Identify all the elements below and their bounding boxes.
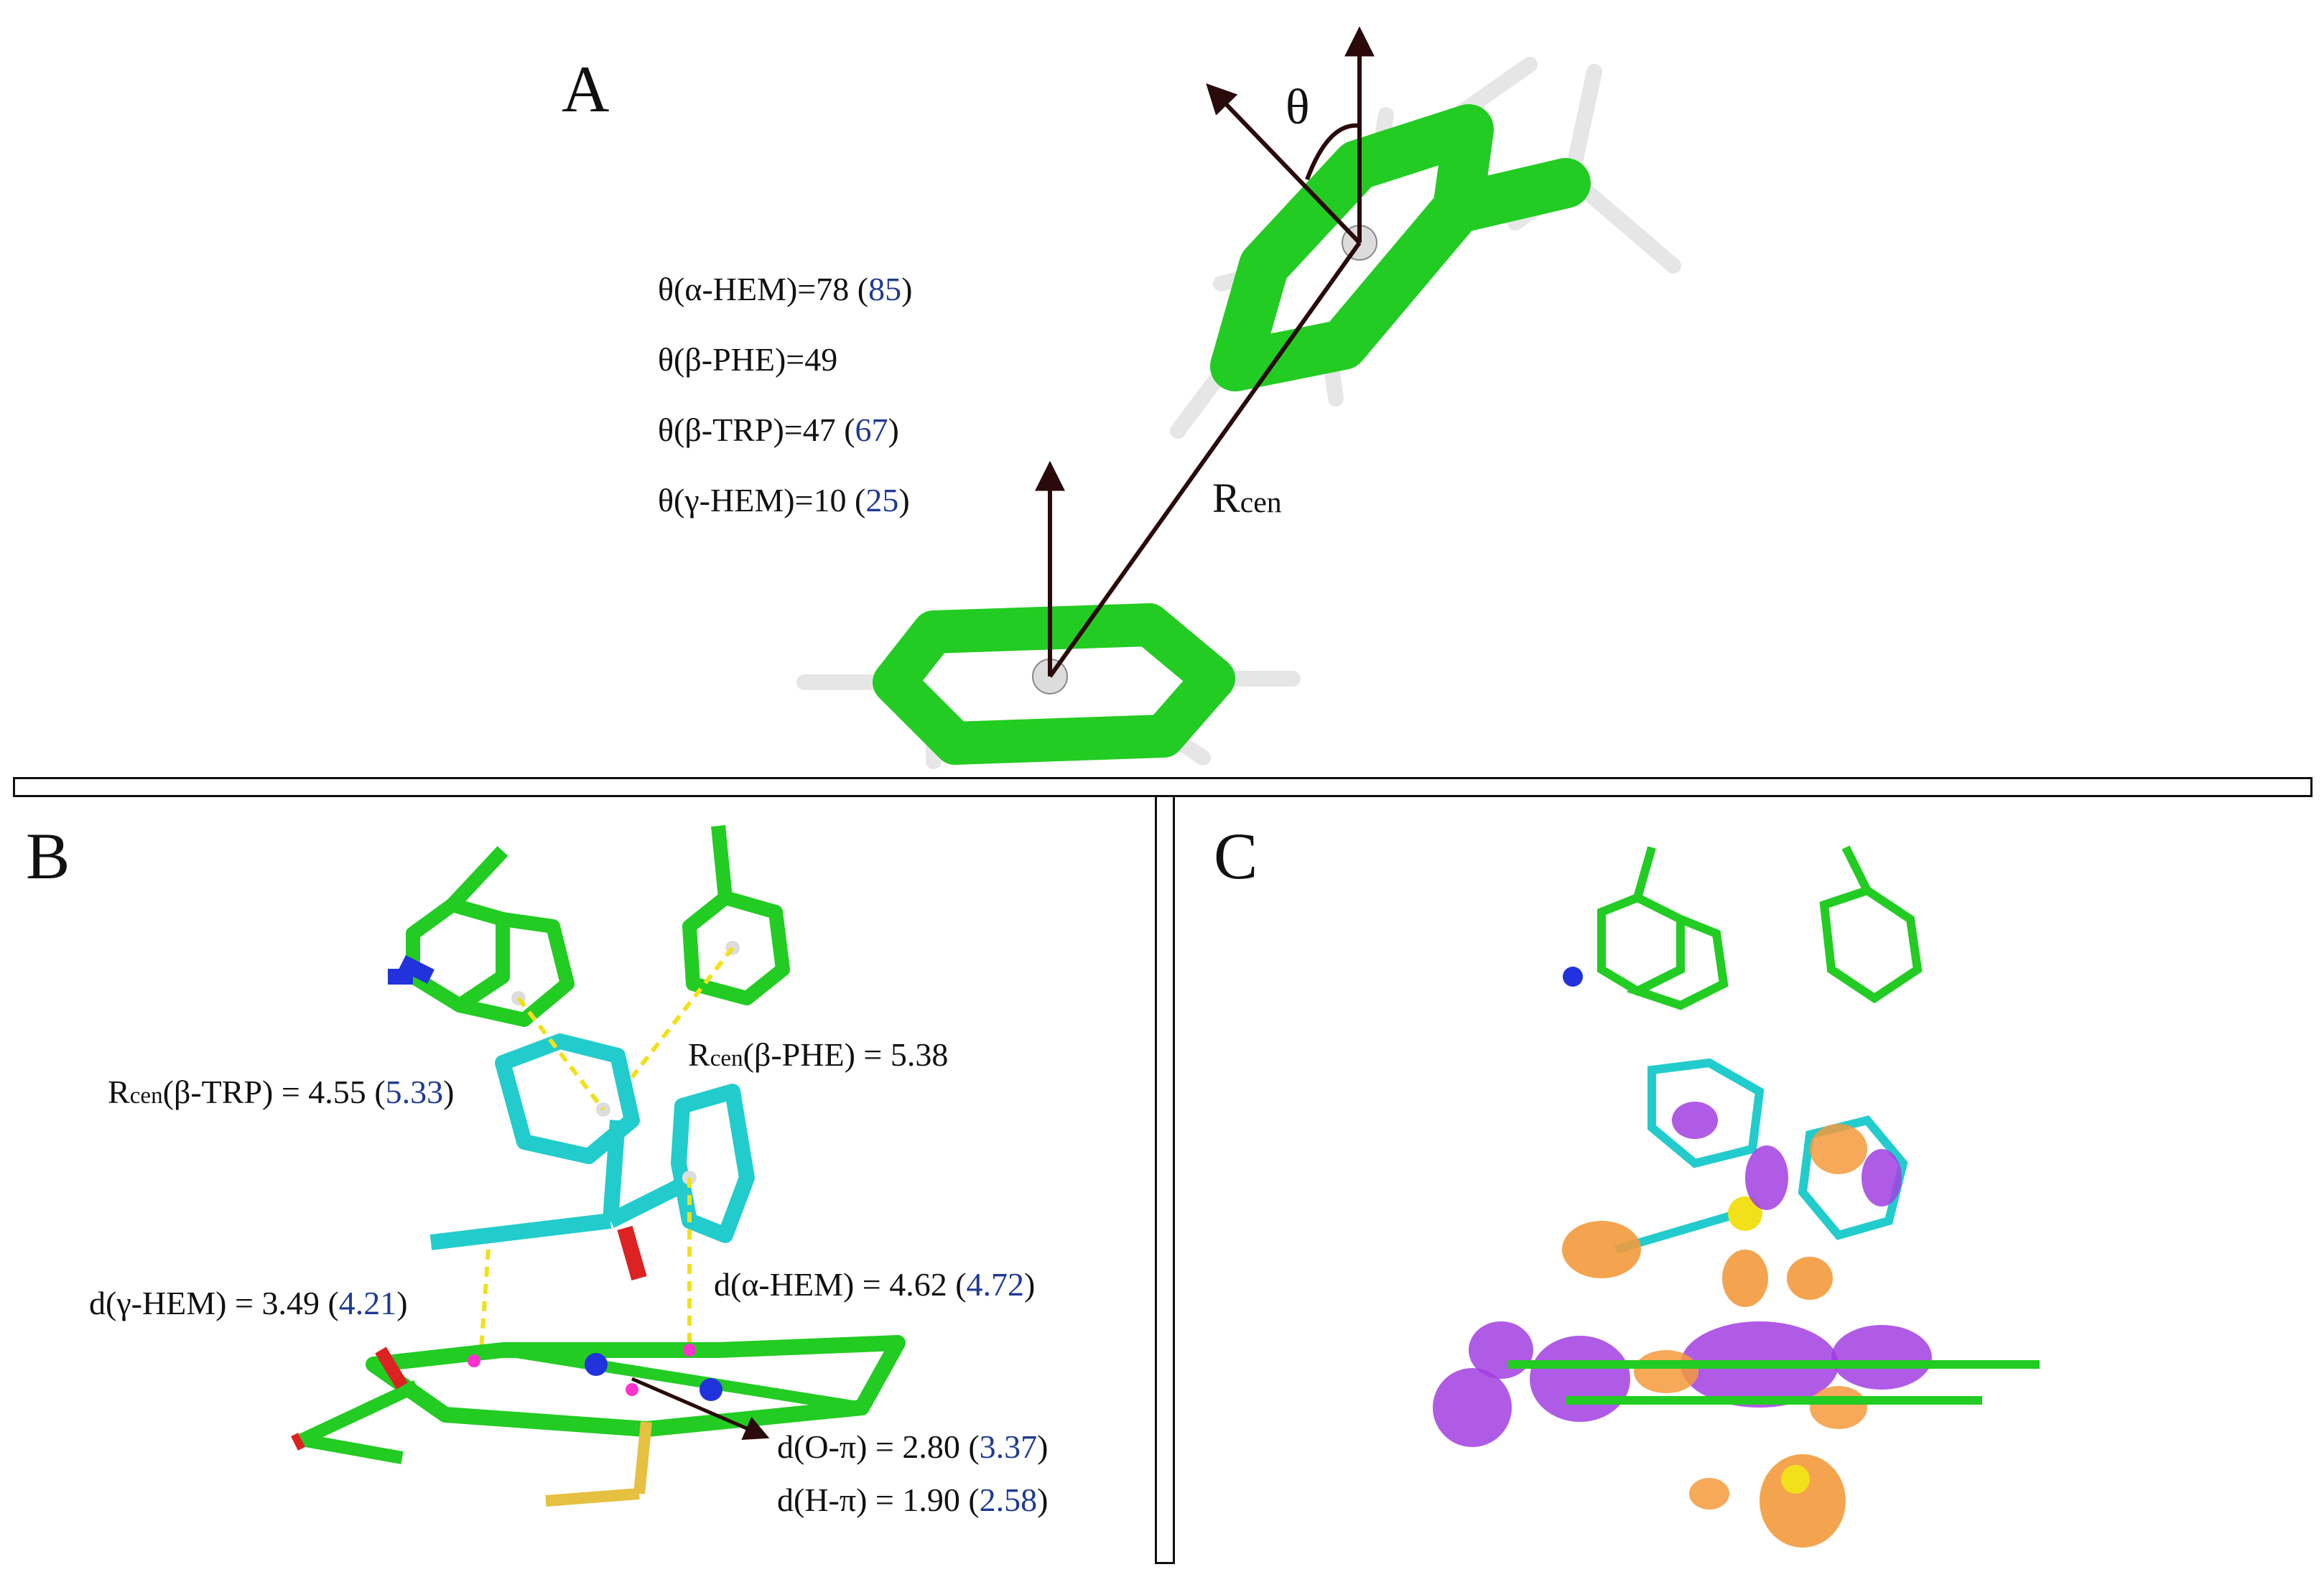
horizontal-divider: [13, 777, 2313, 797]
interaction-dashes: [479, 947, 735, 1351]
d-gamma-hem-label: d(γ-HEM) = 3.49 (4.21): [89, 1285, 408, 1321]
d-o-pi-label: d(O-π) = 2.80 (3.37): [777, 1428, 1049, 1465]
rcen-beta-trp-label: Rcen(β-TRP) = 4.55 (5.33): [108, 1074, 455, 1110]
vertical-divider: [1155, 797, 1175, 1564]
phe-ring-top: [682, 825, 790, 1005]
panel-a-diagram: [796, 26, 1681, 769]
tilted-normal-arrow: [1206, 83, 1362, 245]
c-heme-plane: [1508, 1360, 2040, 1405]
c-upper-fragments: [1597, 845, 1923, 1010]
d-h-pi-label: d(H-π) = 1.90 (2.58): [777, 1482, 1049, 1518]
panel-a-letter: A: [562, 52, 610, 126]
d-alpha-hem-label: d(α-HEM) = 4.62 (4.72): [714, 1266, 1036, 1303]
upper-benzene-ring: [1170, 57, 1681, 439]
panel-c-diagram: [1433, 845, 2040, 1548]
theta-symbol: θ: [1286, 80, 1310, 135]
theta-arc: [1305, 123, 1360, 181]
lower-benzene-ring: [796, 603, 1301, 769]
trp-indole: [388, 846, 575, 1027]
panel-b-letter: B: [26, 819, 70, 893]
angle-beta-trp: θ(β-TRP)=47 (67): [658, 411, 899, 448]
panel-c-letter: C: [1214, 819, 1258, 893]
panel-b-diagram: [291, 825, 906, 1507]
angle-beta-phe: θ(β-PHE)=49: [658, 341, 838, 378]
c-isosurfaces: [1433, 1102, 1932, 1548]
angle-alpha-hem: θ(α-HEM)=78 (85): [658, 271, 913, 307]
rcen-line: [1048, 241, 1362, 678]
rcen-label: Rcen: [1212, 475, 1282, 521]
heme-plane: [291, 1335, 906, 1507]
rcen-beta-phe-label: Rcen(β-PHE) = 5.38: [688, 1036, 949, 1073]
cyan-ligand: [429, 1033, 755, 1281]
angle-gamma-hem: θ(γ-HEM)=10 (25): [658, 482, 910, 518]
o-pi-arrow: [631, 1377, 770, 1440]
